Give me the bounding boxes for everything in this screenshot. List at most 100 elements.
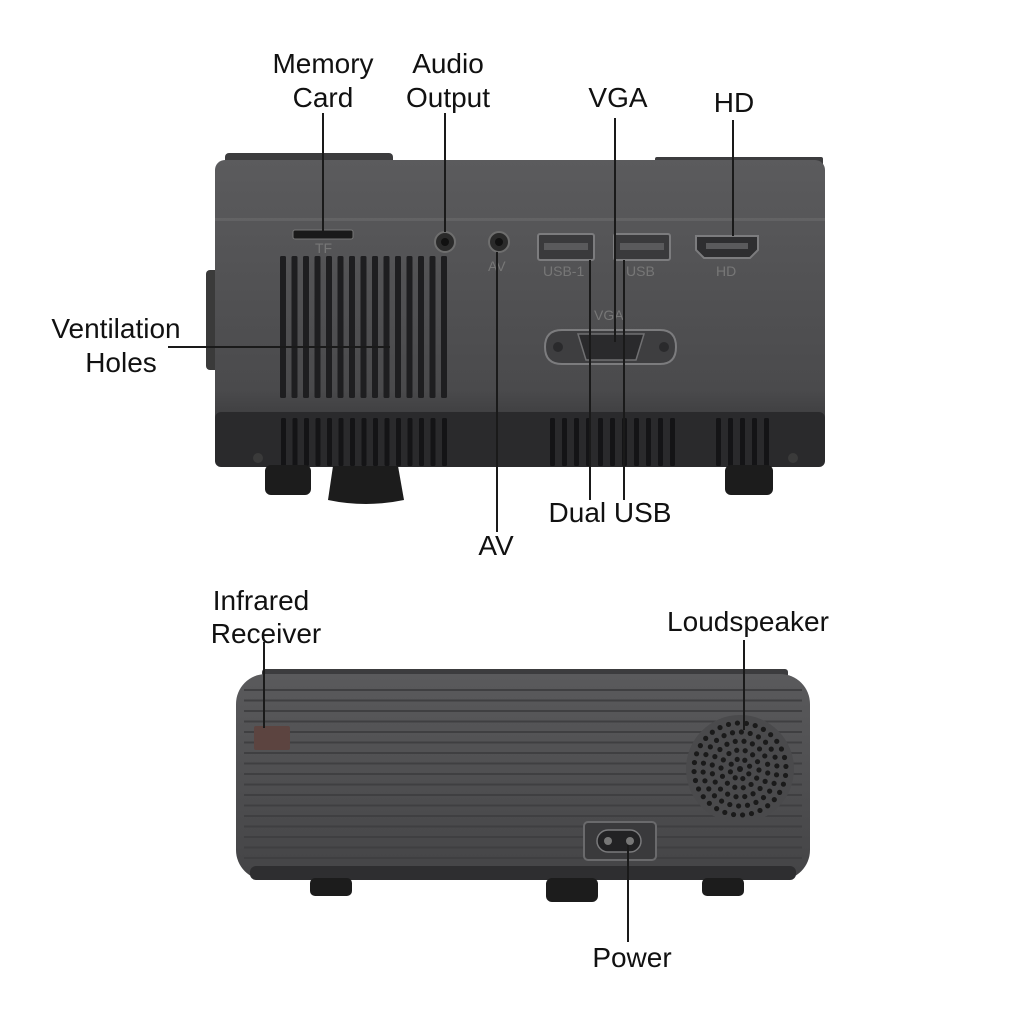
vent-slot [315, 418, 321, 466]
infrared-label-line1: Infrared [213, 585, 310, 616]
speaker-hole [740, 775, 746, 782]
lower-vents-middle [550, 418, 675, 466]
hd-print: HD [716, 263, 736, 279]
rear-bottom-shadow [250, 866, 796, 880]
speaker-hole [703, 751, 709, 758]
speaker-hole [746, 771, 752, 777]
vent-slot [728, 418, 733, 466]
speaker-hole [757, 807, 763, 814]
vent-slot [350, 418, 355, 466]
vent-slot [360, 256, 367, 398]
vent-slot [314, 256, 321, 398]
speaker-hole [695, 786, 702, 792]
speaker-hole [771, 797, 777, 803]
dual-usb-label: Dual USB [549, 497, 672, 528]
ventilation-holes [280, 256, 447, 398]
speaker-hole [748, 781, 754, 788]
speaker-hole [753, 799, 759, 805]
vent-slot [383, 256, 390, 398]
vga-port-socket [576, 333, 646, 361]
speaker-hole [702, 778, 708, 784]
speaker-hole [781, 754, 788, 761]
infrared-receiver-window [254, 726, 290, 750]
speaker-hole [764, 761, 771, 767]
speaker-hole [712, 779, 718, 785]
speaker-hole [742, 793, 748, 800]
rear-foot-right [702, 878, 744, 896]
speaker-hole [713, 737, 720, 744]
foot-center [328, 466, 404, 504]
speaker-hole [762, 778, 768, 784]
vent-slot [349, 256, 355, 398]
speaker-hole [729, 730, 736, 736]
vent-slot [361, 418, 367, 466]
speaker-hole [727, 801, 733, 808]
usb-2-print: USB [626, 263, 655, 279]
speaker-hole [733, 794, 739, 800]
rear-foot-left [310, 878, 352, 896]
vent-slot [430, 418, 436, 466]
vent-slot [326, 256, 332, 398]
vent-slot [764, 418, 769, 466]
speaker-hole [732, 775, 738, 781]
vent-slot [291, 256, 298, 398]
vent-slot [752, 418, 757, 466]
speaker-hole [711, 793, 718, 799]
speaker-hole [743, 720, 750, 727]
speaker-hole [717, 746, 723, 753]
speaker-hole [777, 789, 783, 795]
speaker-hole [756, 767, 762, 773]
speaker-hole [740, 785, 746, 791]
speaker-hole [717, 724, 723, 731]
speaker-hole [725, 791, 731, 797]
speaker-hole [738, 729, 744, 735]
speaker-hole [774, 738, 780, 744]
speaker-hole [750, 791, 756, 797]
vga-print: VGA [594, 307, 624, 323]
speaker-hole [700, 769, 706, 775]
speaker-hole [762, 753, 768, 759]
loudspeaker-grille-holes [691, 720, 789, 818]
vent-slot [304, 418, 309, 466]
speaker-hole [718, 765, 724, 771]
rear-body [236, 674, 810, 880]
audio-output-label-line1: Audio [412, 48, 484, 79]
speaker-hole [732, 784, 738, 790]
vent-slot [407, 418, 413, 466]
speaker-hole [709, 762, 715, 768]
lower-vents-right [716, 418, 769, 466]
speaker-hole [703, 735, 709, 741]
foot-left [265, 465, 311, 495]
screw-right [788, 453, 798, 463]
infrared-label-line2: Receiver [211, 618, 321, 649]
vent-slot [338, 418, 344, 466]
speaker-hole [772, 754, 778, 760]
audio-output-label-line2: Output [406, 82, 490, 113]
speaker-hole [774, 763, 780, 769]
speaker-hole [719, 773, 726, 779]
vent-slot [327, 418, 332, 466]
speaker-hole [741, 738, 747, 744]
rear-foot-center [546, 878, 598, 902]
speaker-hole [707, 744, 713, 750]
foot-right [725, 465, 773, 495]
speaker-hole [767, 788, 773, 794]
vent-slot [574, 418, 579, 466]
speaker-hole [754, 759, 761, 765]
speaker-hole [706, 800, 712, 806]
speaker-hole [697, 743, 703, 749]
top-edge-highlight [215, 218, 825, 221]
vent-slot [337, 256, 344, 398]
vent-slot [550, 418, 555, 466]
tf-print: TF [315, 240, 332, 256]
vent-slot [442, 418, 447, 466]
speaker-hole [754, 775, 760, 781]
vent-slot [372, 256, 378, 398]
usb-2-tongue [620, 243, 664, 250]
speaker-hole [756, 746, 763, 752]
av-hole [495, 238, 503, 246]
speaker-hole [778, 746, 785, 752]
screw-left [253, 453, 263, 463]
vent-slot [373, 418, 378, 466]
